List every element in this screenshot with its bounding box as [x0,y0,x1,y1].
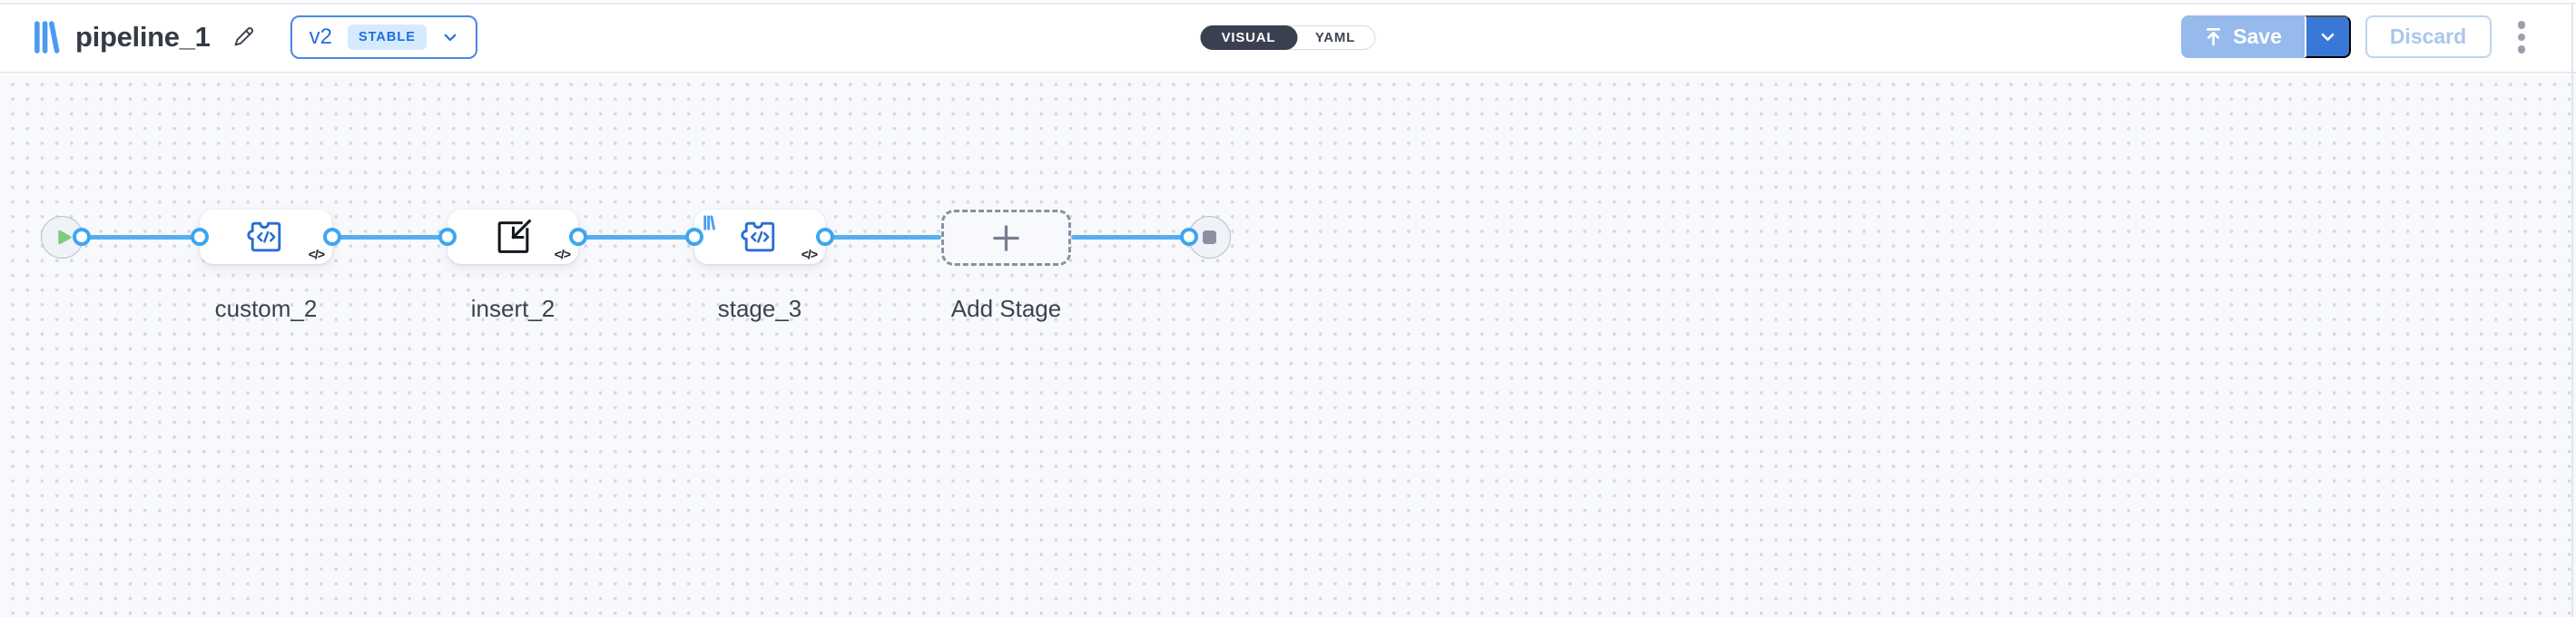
edge-custom2-insert2 [332,235,447,240]
stage-node-stage_3[interactable]: </> [694,210,825,264]
header-left-group: pipeline_1 v2 STABLE [34,0,477,73]
stage-label-stage_3: stage_3 [717,295,802,322]
discard-button[interactable]: Discard [2365,15,2492,59]
status-badge: STABLE [347,24,427,50]
add-stage-button[interactable] [941,210,1071,266]
stop-icon [1202,230,1216,244]
header-bar: pipeline_1 v2 STABLE VISUAL YAML [0,0,2576,73]
code-badge: </> [554,247,571,261]
port-insert2-out[interactable] [569,228,587,246]
edge-addstage-end [1071,235,1189,240]
more-options-kebab-icon[interactable] [2512,15,2532,59]
puzzle-code-icon [247,218,285,256]
code-badge: </> [801,247,818,261]
plus-icon [992,224,1020,252]
edge-insert2-stage3 [578,235,694,240]
edge-stage3-addstage [825,235,941,240]
port-stage3-out[interactable] [816,228,834,246]
right-divider [2571,3,2573,617]
stage-node-insert_2[interactable]: </> [447,210,578,264]
version-selector[interactable]: v2 STABLE [290,15,477,59]
upload-arrow-icon [2203,26,2224,47]
edge-start-custom2 [82,235,200,240]
port-start-out[interactable] [73,228,91,246]
port-custom2-out[interactable] [323,228,341,246]
port-custom2-in[interactable] [191,228,209,246]
brand-logo-icon [34,20,60,54]
play-icon [54,228,74,247]
page-title: pipeline_1 [75,20,211,53]
code-badge: </> [308,247,325,261]
stage-node-custom_2[interactable]: </> [200,210,332,264]
tab-visual[interactable]: VISUAL [1200,25,1297,50]
save-options-caret[interactable] [2304,15,2351,59]
edit-title-pencil-icon[interactable] [231,24,256,49]
port-end-in[interactable] [1180,228,1198,246]
pipeline-canvas[interactable]: </> </> [0,75,2576,617]
chevron-down-icon [442,29,458,45]
save-button[interactable]: Save [2180,15,2305,59]
stage-label-custom_2: custom_2 [214,295,318,322]
add-stage-label: Add Stage [950,295,1062,322]
port-stage3-in[interactable] [685,228,703,246]
top-divider [0,3,2576,5]
chevron-down-icon [2319,28,2336,45]
save-split-button: Save [2180,15,2351,59]
save-button-label: Save [2233,24,2282,49]
view-mode-toggle: VISUAL YAML [1200,25,1376,50]
import-square-icon [493,217,534,258]
header-actions: Save Discard [2180,15,2532,59]
brand-logo-mini-icon [703,215,715,230]
stage-label-insert_2: insert_2 [470,295,556,322]
tab-yaml[interactable]: YAML [1314,30,1356,45]
puzzle-code-icon [741,218,779,256]
version-label: v2 [309,24,332,49]
port-insert2-in[interactable] [438,228,457,246]
